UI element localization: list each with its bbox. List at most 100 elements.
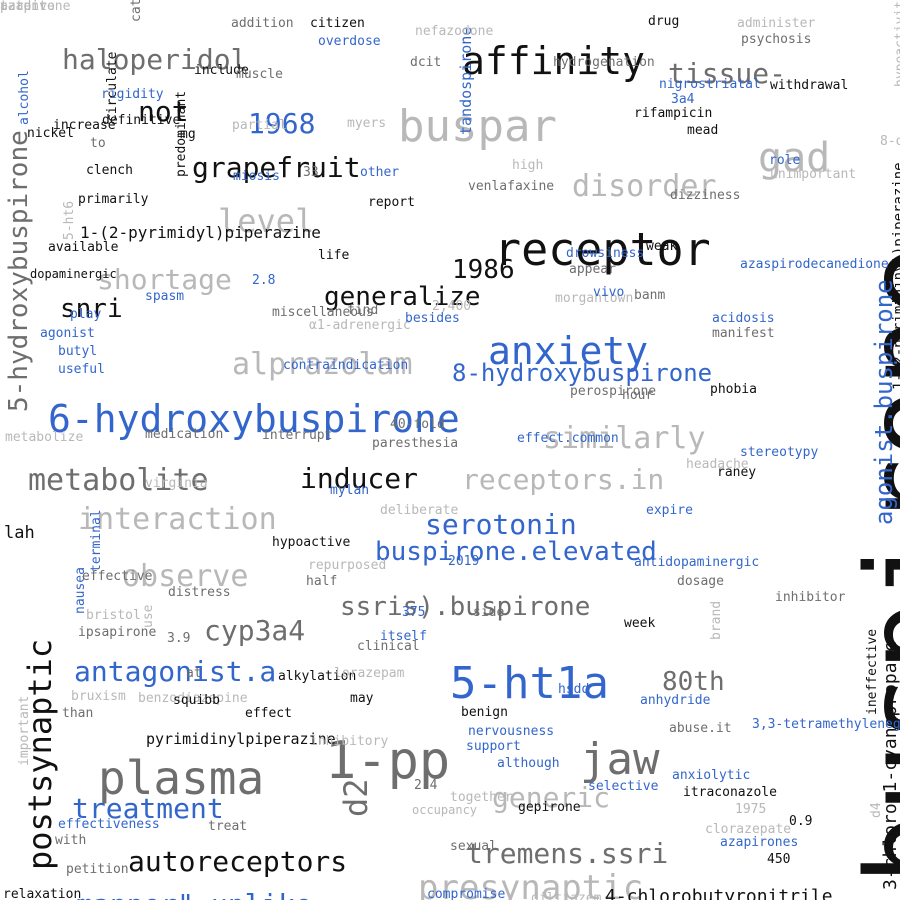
cloud-word-ipsapirone: ipsapirone xyxy=(78,625,157,640)
cloud-word-inhibitor: inhibitor xyxy=(775,590,846,605)
cloud-word-4-chlorobutyronitrile: 4-chlorobutyronitrile xyxy=(605,886,833,900)
cloud-word-distress: distress xyxy=(168,585,231,600)
cloud-word-paresthesia: paresthesia xyxy=(372,436,459,451)
cloud-word-autoreceptors: autoreceptors xyxy=(128,845,348,878)
cloud-word-similarly: similarly xyxy=(543,421,706,456)
cloud-word-vivo: vivo xyxy=(593,285,625,300)
cloud-word-8-oxaspiro-4-5-decane-7-9-dione: 8-oxaspiro[4.5]decane-7,9-dione xyxy=(880,134,900,149)
cloud-word-8-hydroxybuspirone: 8-hydroxybuspirone xyxy=(452,359,713,387)
cloud-word-gepirone: gepirone xyxy=(518,800,581,815)
cloud-word-definitive: definitive xyxy=(102,113,181,128)
cloud-word-not: not xyxy=(138,95,189,128)
cloud-word-40-fold: 40-fold xyxy=(390,417,445,432)
cloud-word-hour: hour xyxy=(622,388,654,403)
cloud-word-appear: appear xyxy=(569,262,616,277)
cloud-word-1-adrenergic: α1-adrenergic xyxy=(309,318,411,333)
cloud-word-effect-common: effect.common xyxy=(517,431,619,446)
cloud-word-metabolite: metabolite xyxy=(28,463,209,498)
cloud-word-alkylation: alkylation xyxy=(278,669,357,684)
cloud-word-antagonist-a: antagonist.a xyxy=(74,655,277,688)
cloud-word-nervousness: nervousness xyxy=(468,724,555,739)
cloud-word-tandospirone: tandospirone xyxy=(457,26,475,135)
cloud-word-agonist: agonist xyxy=(40,326,95,341)
cloud-word-clinical: clinical xyxy=(357,639,420,654)
cloud-word-bristol: bristol xyxy=(86,608,141,623)
cloud-word-virginia: virginia xyxy=(145,476,208,491)
cloud-word-lorazepam: lorazepam xyxy=(334,666,405,681)
cloud-word-450: 450 xyxy=(767,852,791,867)
cloud-word-drug: drug xyxy=(648,14,680,29)
cloud-word-jaw: jaw xyxy=(580,734,660,785)
cloud-word-inhibitory: inhibitory xyxy=(310,734,389,749)
cloud-word-weak: weak xyxy=(646,239,678,254)
cloud-word-5-ht6: 5-ht6 xyxy=(62,200,77,240)
cloud-word-mylan: mylan xyxy=(330,483,370,498)
cloud-word-headache: headache xyxy=(686,457,749,472)
cloud-word-itself: itself xyxy=(380,629,427,644)
cloud-word-3-chloro-1-cyanopropane: 3-chloro-1-cyanopropane xyxy=(880,640,900,890)
cloud-word-interaction: interaction xyxy=(78,502,277,537)
cloud-word-terminal: terminal xyxy=(89,509,104,572)
cloud-word-support: support xyxy=(466,739,521,754)
cloud-word-1-2-pyrimidinyl-piperazine: 1-(2-pyrimidinyl)piperazine xyxy=(891,162,900,390)
cloud-word-play: play xyxy=(70,307,102,322)
cloud-word-5-hydroxybuspirone: 5-hydroxybuspirone xyxy=(4,130,34,412)
cloud-word-miosis: miosis xyxy=(233,169,280,184)
cloud-word-affinity: affinity xyxy=(462,39,646,83)
cloud-word-azaspirodecanedione: azaspirodecanedione xyxy=(740,257,889,272)
cloud-word-citizen: citizen xyxy=(310,16,365,31)
cloud-word-include: include xyxy=(194,63,249,78)
cloud-word-plasma: plasma xyxy=(98,751,265,805)
cloud-word-alprazolam: alprazolam xyxy=(232,347,413,382)
cloud-word-1986: 1986 xyxy=(452,255,515,285)
cloud-word-5-ht1a: 5-ht1a xyxy=(450,658,609,709)
cloud-word-generalize: generalize xyxy=(324,282,481,312)
cloud-word-effective: effective xyxy=(82,569,153,584)
cloud-word-selective: selective xyxy=(588,779,659,794)
cloud-word-level: level xyxy=(218,202,315,240)
cloud-word-clorazepate: clorazepate xyxy=(705,822,792,837)
cloud-word-abuse-it: abuse.it xyxy=(669,721,732,736)
cloud-word-life: life xyxy=(318,248,350,263)
cloud-word-anxiolytic: anxiolytic xyxy=(672,768,751,783)
cloud-word-venlafaxine: venlafaxine xyxy=(468,179,555,194)
cloud-word-generic: generic xyxy=(492,781,611,814)
cloud-word-presynaptic: presynaptic xyxy=(418,868,644,900)
cloud-word-at: at xyxy=(186,666,202,681)
cloud-word-muscle: muscle xyxy=(236,67,283,82)
cloud-word-morgantown: morgantown xyxy=(555,291,634,306)
cloud-word-6-hydroxybuspirone: 6-hydroxybuspirone xyxy=(48,397,460,441)
cloud-word-cyp3a4: cyp3a4 xyxy=(204,614,306,647)
cloud-word-effect: effect xyxy=(245,706,292,721)
cloud-word-rifampicin: rifampicin xyxy=(634,106,713,121)
cloud-word-azapirones: azapirones xyxy=(720,835,799,850)
cloud-word-spasm: spasm xyxy=(145,289,185,304)
cloud-word-nefazodone: nefazodone xyxy=(415,24,494,39)
cloud-word-hypoactive: hypoactive xyxy=(272,535,351,550)
cloud-word-psychosis: psychosis xyxy=(741,32,812,47)
cloud-word-nigrostriatal: nigrostriatal xyxy=(659,77,761,92)
cloud-word-33: 33 xyxy=(303,165,319,180)
cloud-word-expire: expire xyxy=(646,503,693,518)
cloud-word-effectiveness: effectiveness xyxy=(58,817,160,832)
cloud-word-drowsiness: drowsiness xyxy=(566,246,645,261)
cloud-word-stereotypy: stereotypy xyxy=(740,445,819,460)
cloud-word-find: find xyxy=(347,303,379,318)
cloud-word-squibb: squibb xyxy=(173,693,220,708)
cloud-word-80th: 80th xyxy=(662,667,725,697)
cloud-word-relaxation: relaxation xyxy=(3,887,82,900)
cloud-word-other: other xyxy=(360,165,400,180)
cloud-word-tissue: tissue- xyxy=(668,57,787,90)
cloud-word-1968: 1968 xyxy=(248,107,316,140)
cloud-word-clench: clench xyxy=(86,163,133,178)
cloud-word-primarily: primarily xyxy=(78,192,149,207)
cloud-word-hydrogenation: hydrogenation xyxy=(553,55,655,70)
cloud-word-week: week xyxy=(624,616,656,631)
cloud-word-receptor: receptor xyxy=(494,223,711,276)
cloud-word-petition: petition xyxy=(66,862,129,877)
cloud-word-treatment: treatment xyxy=(72,792,224,825)
cloud-word-sexual: sexual xyxy=(450,839,497,854)
cloud-word-contraindication: contraindication xyxy=(283,358,409,373)
cloud-word-2019: 2019 xyxy=(448,554,480,569)
